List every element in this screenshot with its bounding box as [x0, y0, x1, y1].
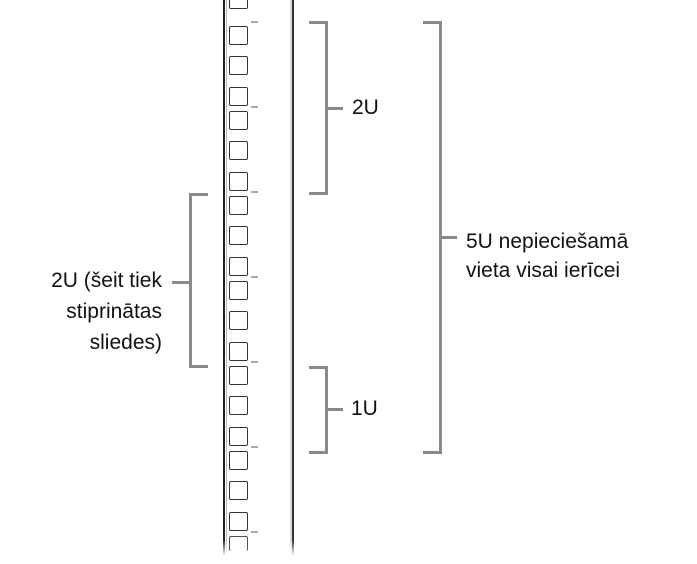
label-2u-rails-line-2: stiprinātas [66, 300, 162, 323]
rack-hole [229, 342, 248, 361]
rack-hole [229, 366, 248, 385]
rack-unit-tick [251, 106, 258, 108]
label-2u-top: 2U [352, 96, 379, 119]
rack-rail-right-shade [290, 0, 292, 556]
bracket-5u-cap-bottom [423, 451, 442, 454]
rack-hole [229, 226, 248, 245]
bracket-1u-cap-bottom [309, 451, 328, 454]
bracket-1u-cap-top [309, 366, 328, 369]
rack-hole [229, 26, 248, 45]
rack-hole [229, 427, 248, 446]
bracket-2u-top-cap-bottom [309, 192, 328, 195]
rack-unit-tick [251, 446, 258, 448]
bracket-2u-rails-pointer [172, 281, 190, 284]
label-5u-line-2: vieta visai ierīcei [466, 259, 621, 282]
bracket-5u-pointer [439, 236, 457, 239]
bracket-1u-pointer [325, 408, 343, 411]
rack-hole [229, 141, 248, 160]
label-2u-rails: 2U (šeit tiek stiprinātas sliedes) [51, 265, 162, 358]
rack-unit-tick [251, 191, 258, 193]
rack-hole [229, 451, 248, 470]
rack-rail-left [223, 0, 225, 556]
rack-rail-left-edge [226, 0, 227, 556]
rack-rail-right [292, 0, 294, 556]
bracket-2u-rails-spine [189, 193, 192, 368]
label-5u: 5U nepieciešamā vieta visai ierīcei [466, 227, 628, 285]
rack-hole [229, 196, 248, 215]
rack-hole [229, 111, 248, 130]
rack-hole [229, 536, 248, 551]
bracket-5u-cap-top [423, 21, 442, 24]
rack-hole [229, 512, 248, 531]
label-5u-line-1: 5U nepieciešamā [466, 230, 629, 253]
label-2u-rails-line-3: sliedes) [89, 331, 162, 354]
rack-unit-tick [251, 21, 258, 23]
bracket-2u-rails-cap-top [189, 193, 208, 196]
rack-hole [229, 87, 248, 106]
rack-hole [229, 56, 248, 75]
rack-unit-tick [251, 276, 258, 278]
rack-unit-tick [251, 531, 258, 533]
rack-hole [229, 281, 248, 300]
rack-hole [229, 396, 248, 415]
rack-hole [229, 0, 248, 9]
label-2u-rails-line-1: 2U (šeit tiek [51, 269, 162, 292]
bracket-2u-rails-cap-bottom [189, 365, 208, 368]
rack-hole [229, 172, 248, 191]
label-1u: 1U [351, 397, 378, 420]
rack-hole [229, 481, 248, 500]
bracket-2u-top-cap-top [309, 21, 328, 24]
rack-hole [229, 257, 248, 276]
bracket-2u-top-pointer [325, 107, 343, 110]
rack-hole [229, 311, 248, 330]
rack-unit-tick [251, 361, 258, 363]
